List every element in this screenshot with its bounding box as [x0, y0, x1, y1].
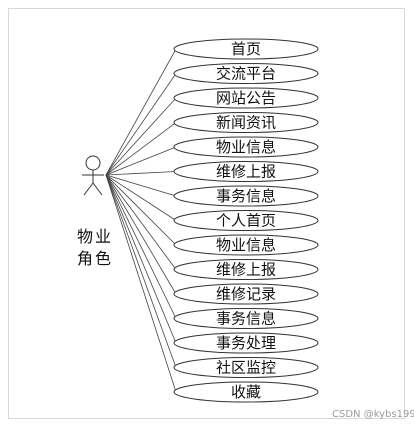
actor-name-line-2: 角色: [77, 249, 113, 268]
association-line: [105, 73, 177, 176]
use-case-label: 维修上报: [216, 261, 276, 279]
use-case-ellipse: [173, 63, 319, 84]
association-line: [105, 174, 177, 221]
use-case-list: 首页交流平台网站公告新闻资讯物业信息维修上报事务信息个人首页物业信息维修上报维修…: [173, 38, 319, 403]
use-case: 物业信息: [173, 136, 319, 158]
actor-right-leg: [92, 182, 103, 196]
watermark: CSDN @kybs1991: [332, 409, 414, 420]
use-case-ellipse: [173, 332, 319, 354]
actor-head: [85, 155, 101, 171]
use-case-ellipse: [173, 210, 319, 231]
use-case: 社区监控: [173, 357, 319, 378]
use-case: 维修上报: [173, 259, 319, 280]
association-line: [105, 174, 177, 295]
use-case: 维修上报: [173, 161, 319, 182]
use-case-ellipse: [173, 357, 319, 378]
actor-figure: [82, 155, 104, 196]
use-case-label: 个人首页: [216, 212, 276, 230]
use-case-ellipse: [173, 185, 319, 207]
association-line: [105, 174, 177, 319]
use-case-label: 事务信息: [216, 310, 276, 328]
use-case-ellipse: [173, 283, 319, 305]
association-lines: [105, 48, 177, 393]
association-line: [105, 146, 177, 176]
association-line: [105, 174, 177, 368]
use-case-ellipse: [173, 381, 319, 403]
association-line: [105, 48, 177, 176]
use-case: 个人首页: [173, 210, 319, 231]
association-line: [105, 174, 177, 393]
use-case: 事务信息: [173, 308, 319, 329]
use-case: 交流平台: [173, 63, 319, 84]
use-case-ellipse: [173, 112, 319, 133]
use-case-ellipse: [173, 38, 319, 60]
use-case-label: 事务处理: [216, 334, 276, 352]
use-case-label: 新闻资讯: [216, 114, 276, 132]
use-case: 新闻资讯: [173, 112, 319, 133]
use-case: 事务处理: [173, 332, 319, 354]
use-case: 维修记录: [173, 283, 319, 305]
use-case-ellipse: [173, 136, 319, 158]
use-case-label: 社区监控: [216, 359, 276, 377]
association-line: [105, 174, 177, 246]
association-line: [105, 174, 177, 270]
association-line: [105, 97, 177, 176]
actor-left-leg: [83, 182, 94, 196]
use-case-ellipse: [173, 87, 319, 109]
association-line: [105, 174, 177, 197]
use-case-label: 事务信息: [216, 187, 276, 205]
use-case: 网站公告: [173, 87, 319, 109]
use-case-label: 交流平台: [216, 65, 276, 83]
use-case-ellipse: [173, 259, 319, 280]
use-case-ellipse: [173, 308, 319, 329]
association-line: [105, 174, 177, 344]
use-case-label: 首页: [231, 40, 261, 58]
actor-name-line-1: 物业: [77, 227, 113, 246]
use-case-label: 物业信息: [216, 138, 276, 156]
use-case-label: 维修记录: [216, 285, 276, 303]
use-case: 物业信息: [173, 234, 319, 256]
use-case: 首页: [173, 38, 319, 60]
association-line: [105, 122, 177, 176]
use-case-label: 维修上报: [216, 163, 276, 181]
association-line: [105, 171, 177, 176]
use-case-label: 收藏: [231, 383, 261, 401]
use-case-label: 网站公告: [216, 89, 276, 107]
use-case-ellipse: [173, 161, 319, 182]
use-case: 收藏: [173, 381, 319, 403]
use-case: 事务信息: [173, 185, 319, 207]
use-case-label: 物业信息: [216, 236, 276, 254]
use-case-ellipse: [173, 234, 319, 256]
